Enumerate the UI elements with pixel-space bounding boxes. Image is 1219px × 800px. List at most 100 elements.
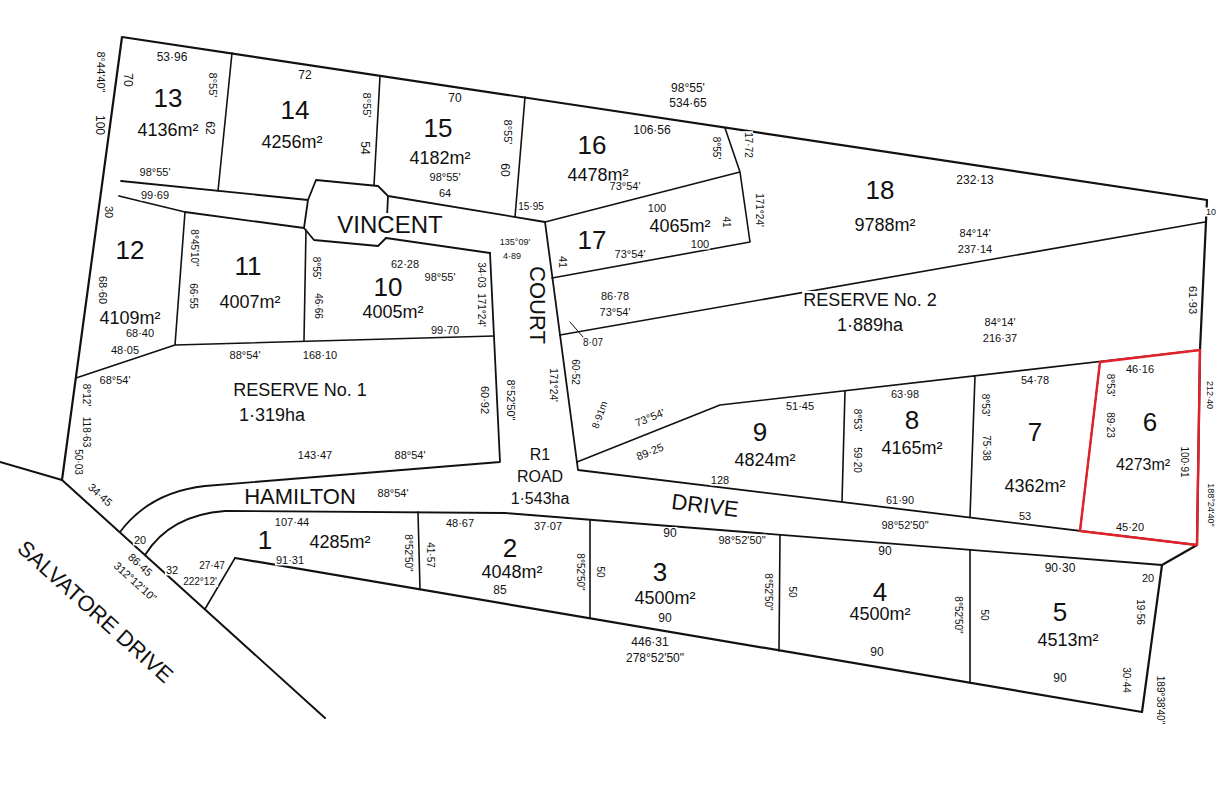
dimension-label: 8°52'50" bbox=[505, 379, 516, 422]
area-label: 4500m² bbox=[848, 605, 911, 623]
area-label: 4065m² bbox=[648, 217, 711, 235]
lot-number: 1 bbox=[257, 527, 273, 553]
dimension-label: 41·57 bbox=[425, 541, 435, 569]
lot-line bbox=[76, 212, 494, 378]
dimension-label: 89·23 bbox=[1105, 411, 1115, 439]
dimension-label: 84°14' bbox=[959, 228, 992, 239]
dimension-label: 41 bbox=[721, 215, 731, 228]
dimension-label: 8°55' bbox=[361, 92, 372, 119]
road-name: VINCENT bbox=[336, 213, 443, 237]
dimension-label: 8°44'40" bbox=[95, 51, 106, 94]
dimension-label: 46·66 bbox=[313, 292, 323, 320]
area-label: 9788m² bbox=[853, 216, 916, 234]
dimension-label: 46·16 bbox=[1125, 364, 1155, 375]
dimension-label: 73°54' bbox=[609, 181, 642, 192]
dimension-label: 63·98 bbox=[890, 389, 920, 400]
dimension-label: 8°52'50" bbox=[953, 595, 963, 634]
dimension-label: 50 bbox=[595, 565, 605, 578]
dimension-label: 64 bbox=[438, 188, 452, 199]
road-name: SALVATORE DRIVE bbox=[13, 536, 178, 688]
highlighted-lot bbox=[1080, 350, 1200, 545]
dimension-label: 30·44 bbox=[1121, 666, 1131, 694]
lot-line bbox=[577, 350, 1200, 531]
dimension-label: 100 bbox=[647, 203, 667, 214]
dimension-label: 8°55' bbox=[711, 136, 721, 161]
dimension-label: 99·69 bbox=[140, 190, 170, 201]
dimension-label: 188°24'40" bbox=[1206, 482, 1215, 528]
area-label: 4273m² bbox=[1115, 457, 1171, 473]
dimension-label: 32 bbox=[165, 565, 179, 576]
dimension-label: 88°54' bbox=[394, 450, 427, 461]
dimension-label: 41 bbox=[557, 255, 568, 269]
dimension-label: 135°09' bbox=[499, 238, 531, 247]
lot-number: 16 bbox=[577, 132, 608, 158]
dimension-label: 61·90 bbox=[885, 495, 915, 506]
dimension-label: 70 bbox=[122, 72, 134, 87]
dimension-label: 98°52'50" bbox=[880, 520, 929, 531]
dimension-label: 534·65 bbox=[668, 97, 707, 109]
dimension-label: 8°45'10" bbox=[189, 228, 199, 267]
dimension-label: 171°24' bbox=[548, 367, 558, 403]
dimension-label: 48·67 bbox=[445, 518, 475, 529]
dimension-label: 143·47 bbox=[297, 450, 333, 461]
lot-number: 18 bbox=[865, 177, 896, 203]
lot-number: 13 bbox=[153, 85, 184, 111]
dimension-label: 8·07 bbox=[582, 338, 604, 348]
dimension-label: 10 bbox=[1205, 208, 1217, 217]
dimension-label: 98°55' bbox=[429, 172, 462, 183]
dimension-label: 68·40 bbox=[125, 328, 155, 339]
dimension-label: 8°52'50" bbox=[403, 533, 413, 572]
dimension-label: 98°52'50" bbox=[717, 535, 766, 546]
area-label: 4513m² bbox=[1036, 631, 1099, 649]
dimension-label: 75·38 bbox=[981, 434, 991, 462]
dimension-label: 30 bbox=[103, 205, 114, 219]
area-label: 4824m² bbox=[733, 451, 796, 469]
area-label: 4285m² bbox=[308, 533, 371, 551]
dimension-label: 88°54' bbox=[229, 350, 262, 361]
lot-number: 11 bbox=[234, 253, 263, 279]
area-label: 4182m² bbox=[408, 149, 471, 167]
dimension-label: 50 bbox=[787, 585, 797, 598]
dimension-label: 189°38'40" bbox=[1155, 675, 1165, 725]
dimension-label: 70 bbox=[447, 92, 462, 104]
dimension-label: 51·45 bbox=[785, 401, 815, 412]
area-label: RESERVE No. 2 bbox=[802, 291, 938, 309]
area-label: 4005m² bbox=[361, 303, 424, 321]
lot-line bbox=[218, 53, 1205, 335]
boundary-line bbox=[62, 37, 1207, 712]
lot-number: 10 bbox=[373, 274, 404, 300]
dimension-label: 73°54' bbox=[633, 407, 668, 430]
dimension-label: 222°12' bbox=[182, 577, 218, 587]
dimension-label: 60·92 bbox=[479, 385, 490, 415]
dimension-label: 237·14 bbox=[957, 244, 993, 255]
area-label: 4500m² bbox=[633, 589, 696, 607]
lot-number: 6 bbox=[1142, 409, 1158, 435]
dimension-label: 232·13 bbox=[955, 174, 994, 186]
dimension-label: 128 bbox=[710, 475, 730, 486]
dimension-label: 54 bbox=[359, 140, 371, 155]
area-label: ROAD bbox=[516, 469, 564, 485]
lot-number: 8 bbox=[904, 407, 920, 433]
dimension-label: 100·91 bbox=[1179, 445, 1189, 478]
lot-number: 9 bbox=[752, 419, 768, 445]
dimension-label: 90 bbox=[869, 646, 884, 658]
dimension-label: 54·78 bbox=[1020, 375, 1050, 386]
dimension-label: 20 bbox=[1141, 573, 1155, 584]
dimension-label: 98°55' bbox=[424, 272, 457, 283]
dimension-label: 8°55' bbox=[311, 256, 321, 281]
dimension-label: 168·10 bbox=[302, 350, 338, 361]
dimension-label: 50·03 bbox=[73, 448, 83, 476]
dimension-label: 8°55' bbox=[502, 119, 513, 146]
dimension-label: 19·56 bbox=[1135, 598, 1145, 626]
lot-number: 2 bbox=[502, 535, 518, 561]
dimension-label: 446·31 bbox=[630, 636, 669, 648]
dimension-label: 88°54' bbox=[377, 488, 410, 499]
area-label: 1·319ha bbox=[238, 406, 306, 424]
dimension-label: 278°52'50" bbox=[625, 652, 685, 664]
dimension-label: 66·55 bbox=[188, 282, 198, 310]
dimension-label: 68·60 bbox=[97, 275, 108, 305]
dimension-label: 100 bbox=[690, 239, 710, 250]
dimension-label: 61·93 bbox=[1187, 285, 1198, 315]
dimension-label: 45·20 bbox=[1115, 522, 1145, 533]
